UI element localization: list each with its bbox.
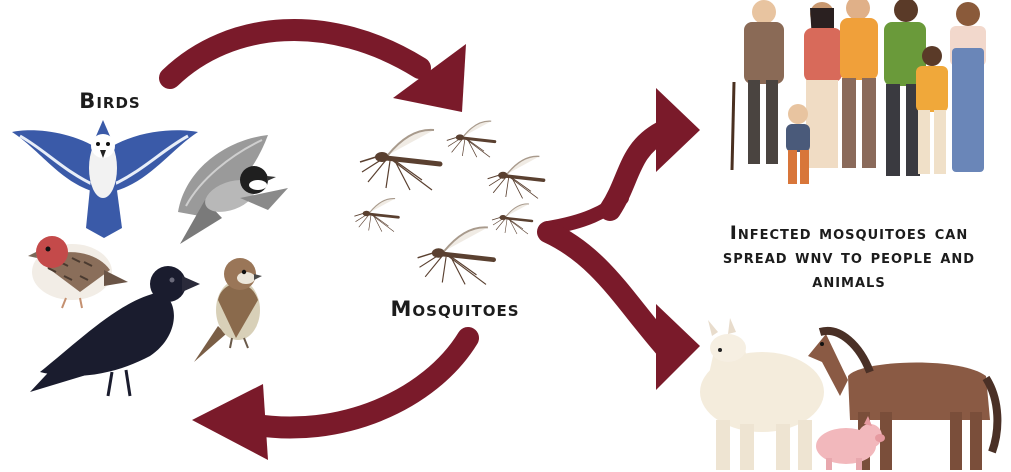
arrow-head-to-animals — [656, 304, 700, 390]
fork-arrow-lower — [548, 232, 664, 346]
fork-arrow-upper — [610, 132, 662, 210]
arrow-head-to-people — [656, 88, 700, 172]
mosquitoes-label: Mosquitoes — [365, 296, 545, 322]
birds-label: Birds — [62, 88, 158, 114]
sparrow-icon — [194, 258, 262, 362]
people-group-icon — [732, 0, 986, 184]
blue-jay-icon — [12, 120, 198, 238]
chickadee-icon — [178, 135, 288, 244]
pig-icon — [816, 416, 885, 470]
finch-icon — [28, 236, 128, 308]
transmission-caption: Infected mosquitoes can spread wnv to pe… — [694, 222, 1004, 293]
arrow-birds-to-mosquitoes — [170, 30, 420, 78]
llama-icon — [700, 318, 824, 470]
arrow-mosquitoes-to-birds — [250, 338, 468, 428]
mosquito-icon — [354, 121, 543, 284]
arrow-head-mosquitoes-to-birds — [192, 384, 268, 460]
